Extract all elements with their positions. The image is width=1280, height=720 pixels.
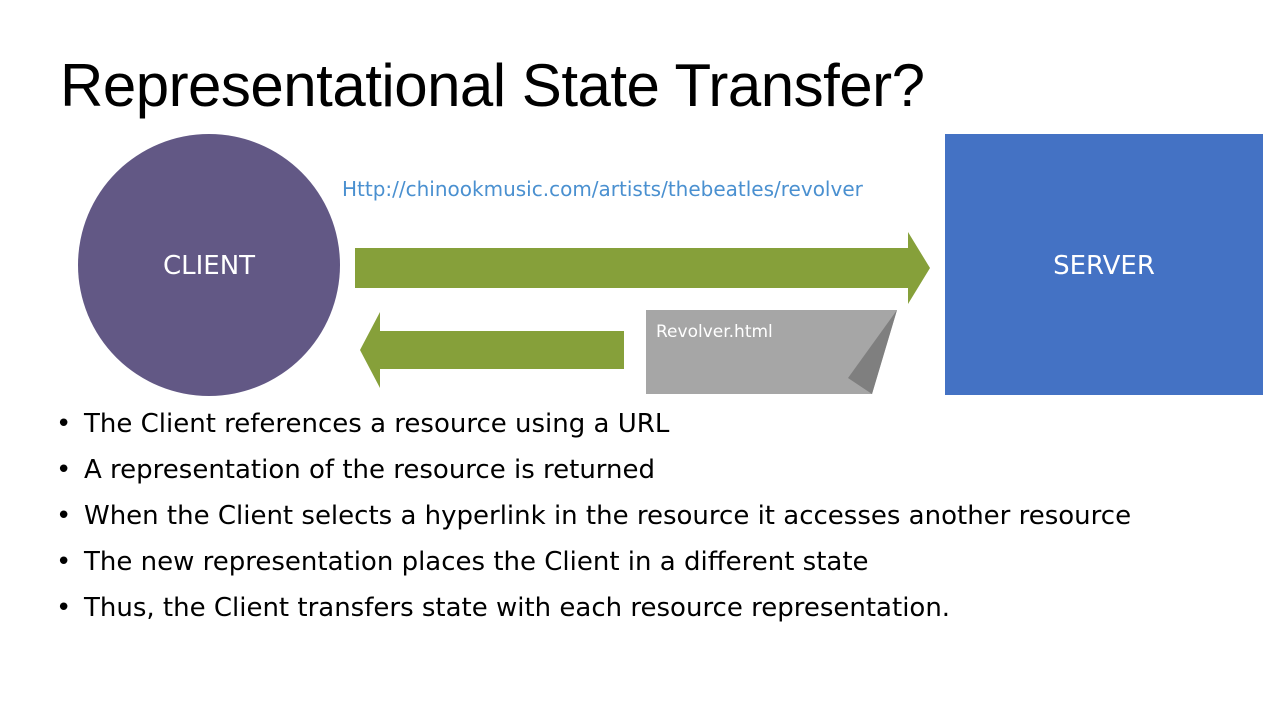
document-label: Revolver.html xyxy=(656,322,773,342)
client-node: CLIENT xyxy=(78,134,340,396)
bullet-dot: • xyxy=(56,593,72,623)
bullet-dot: • xyxy=(56,409,72,439)
document-body xyxy=(646,310,897,394)
bullet-text: A representation of the resource is retu… xyxy=(84,455,656,485)
bullet-text: Thus, the Client transfers state with ea… xyxy=(84,593,951,623)
server-box xyxy=(945,134,1263,395)
bullet-dot: • xyxy=(56,501,72,531)
bullet-item: • The new representation places the Clie… xyxy=(56,546,1236,578)
client-circle xyxy=(78,134,340,396)
server-label: SERVER xyxy=(1053,251,1155,281)
bullet-dot: • xyxy=(56,455,72,485)
request-url: Http://chinookmusic.com/artists/thebeatl… xyxy=(342,177,864,201)
bullet-item: • When the Client selects a hyperlink in… xyxy=(56,500,1236,532)
server-node: SERVER xyxy=(945,134,1263,395)
rest-diagram: CLIENT SERVER Http://chinookmusic.com/ar… xyxy=(78,134,1263,396)
bullet-text: When the Client selects a hyperlink in t… xyxy=(84,501,1132,531)
bullet-item: • The Client references a resource using… xyxy=(56,408,1236,440)
bullet-text: The new representation places the Client… xyxy=(84,547,869,577)
bullet-text: The Client references a resource using a… xyxy=(84,409,670,439)
response-document: Revolver.html xyxy=(646,310,897,394)
client-label: CLIENT xyxy=(163,251,255,281)
slide-title: Representational State Transfer? xyxy=(60,52,925,119)
response-arrow xyxy=(360,312,624,388)
bullet-item: • A representation of the resource is re… xyxy=(56,454,1236,486)
bullet-list: • The Client references a resource using… xyxy=(56,408,1236,638)
request-arrow xyxy=(355,232,930,304)
bullet-item: • Thus, the Client transfers state with … xyxy=(56,592,1236,624)
document-fold xyxy=(848,310,897,394)
bullet-dot: • xyxy=(56,547,72,577)
